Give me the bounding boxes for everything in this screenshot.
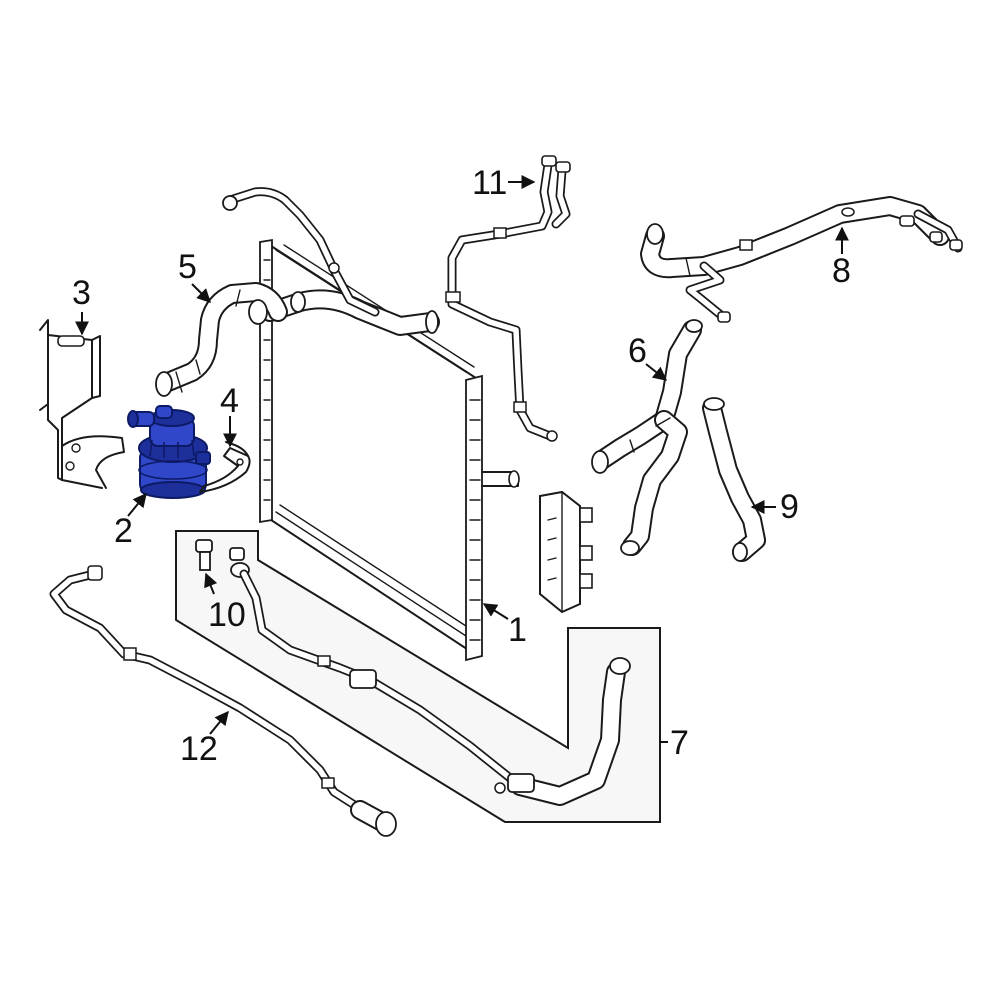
callout-11: 11 xyxy=(472,164,507,202)
callout-9: 9 xyxy=(780,488,799,526)
pump-bracket xyxy=(39,319,125,489)
callout-3: 3 xyxy=(72,274,91,312)
callout-labels: 1 2 3 4 5 6 7 8 9 10 11 12 xyxy=(72,164,851,768)
part-8-hose xyxy=(640,196,963,323)
oil-cooler xyxy=(539,490,593,614)
part-7-group-outline xyxy=(175,530,661,823)
callout-12: 12 xyxy=(180,730,218,768)
callout-8: 8 xyxy=(832,252,851,290)
part-12-tube xyxy=(49,565,397,837)
radiator-vent-line xyxy=(222,187,380,317)
callout-7: 7 xyxy=(670,724,689,762)
leader-lines xyxy=(75,175,849,743)
part-11-tube xyxy=(445,155,571,442)
callout-6: 6 xyxy=(628,332,647,370)
part-6-hose xyxy=(591,319,703,556)
part-9-hose xyxy=(702,397,766,562)
callout-5: 5 xyxy=(178,248,197,286)
callout-2: 2 xyxy=(114,512,133,550)
callout-4: 4 xyxy=(220,382,239,420)
upper-radiator-hose xyxy=(260,289,440,336)
auxiliary-water-pump xyxy=(127,405,211,499)
callout-10: 10 xyxy=(208,596,246,634)
part-5-hose xyxy=(155,282,288,397)
callout-1: 1 xyxy=(508,611,527,649)
part-7-hose xyxy=(239,569,631,806)
